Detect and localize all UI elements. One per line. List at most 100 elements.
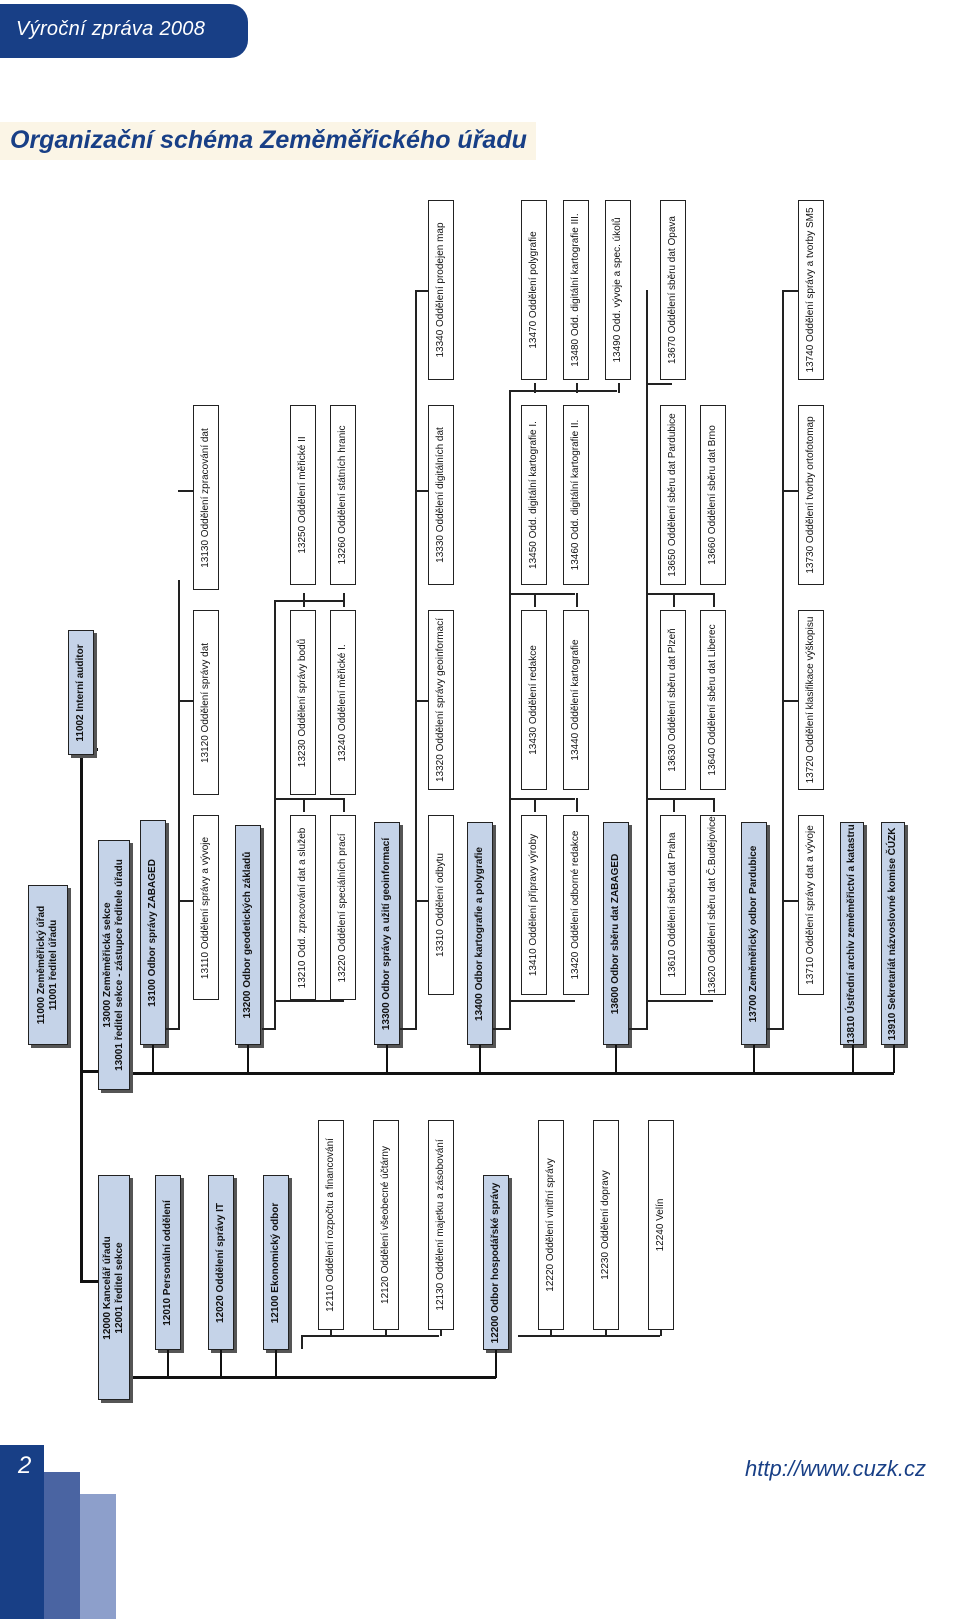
connector-line (126, 1072, 894, 1075)
org-unit-13910: 13910 Sekretariát názvoslovné komise ČÚZ… (881, 822, 905, 1045)
footer-bar-light (80, 1494, 116, 1619)
connector-line (178, 900, 193, 902)
connector-line (301, 1335, 439, 1337)
connector-line (330, 1330, 332, 1336)
org-unit-13710: 13710 Oddělení správy dat a vývoje (798, 815, 824, 995)
org-unit-label: 13810 Ústřední archiv zeměměřictví a kat… (846, 823, 857, 1044)
org-unit-12240: 12240 Velín (648, 1120, 674, 1330)
org-unit-13660: 13660 Oddělení sběru dat Brno (700, 405, 726, 585)
connector-line (673, 593, 675, 607)
org-unit-label: 13600 Odbor sběru dat ZABAGED (610, 853, 621, 1014)
org-unit-label: 13700 Zeměměřický odbor Pardubice (748, 845, 759, 1022)
org-unit-label: 13220 Oddělení speciálních prací (337, 833, 348, 982)
org-unit-label: 12010 Personální oddělení (162, 1199, 173, 1326)
org-unit-label: 13210 Odd. zpracování dat a služeb (297, 827, 308, 988)
connector-line (80, 1280, 98, 1283)
connector-line (629, 1028, 646, 1030)
connector-line (220, 1350, 222, 1378)
org-unit-13810: 13810 Ústřední archiv zeměměřictví a kat… (840, 822, 864, 1045)
org-unit-label: 13001 ředitel sekce - zástupce ředitele … (114, 859, 125, 1071)
connector-line (509, 390, 511, 1030)
org-unit-label: 13230 Oddělení správy bodů (297, 638, 308, 767)
org-unit-13260: 13260 Oddělení státních hranic (330, 405, 356, 585)
connector-line (550, 1330, 552, 1336)
footer-bar-dark (0, 1445, 44, 1619)
org-unit-label: 12130 Oddělení majetku a zásobování (435, 1139, 446, 1311)
page-title: Organizační schéma Zeměměřického úřadu (10, 126, 527, 154)
report-header-tab: Výroční zpráva 2008 (0, 4, 248, 58)
connector-line (301, 1335, 303, 1349)
connector-line (534, 383, 536, 393)
connector-line (400, 1028, 415, 1030)
connector-line (893, 1045, 895, 1073)
org-unit-13700: 13700 Zeměměřický odbor Pardubice (741, 822, 767, 1045)
connector-line (415, 490, 428, 492)
org-unit-label: 12000 Kancelář úřadu (102, 1235, 113, 1340)
org-unit-12220: 12220 Oddělení vnitřní správy (538, 1120, 564, 1330)
connector-line (576, 798, 578, 812)
org-unit-12020: 12020 Oddělení správy IT (208, 1175, 234, 1350)
org-unit-13310: 13310 Oddělení odbytu (428, 815, 454, 995)
org-unit-13130: 13130 Oddělení zpracování dat (193, 405, 219, 590)
org-unit-label: 13330 Oddělení digitálních dat (435, 427, 446, 563)
connector-line (178, 580, 180, 1030)
org-unit-13410: 13410 Oddělení přípravy výroby (521, 815, 547, 995)
page-number: 2 (18, 1452, 32, 1479)
org-unit-13120: 13120 Oddělení správy dat (193, 610, 219, 795)
org-unit-13440: 13440 Oddělení kartografie (563, 610, 589, 790)
org-unit-13650: 13650 Oddělení sběru dat Pardubice (660, 405, 686, 585)
org-unit-label: 13730 Oddělení tvorby ortofotomap (805, 416, 816, 574)
footer-url-link[interactable]: http://www.cuzk.cz (745, 1456, 926, 1481)
org-unit-label: 12240 Velín (655, 1198, 666, 1252)
org-unit-label: 13710 Oddělení správy dat a vývoje (805, 825, 816, 985)
org-unit-13240: 13240 Oddělení měřické I. (330, 610, 356, 795)
org-unit-label: 13240 Oddělení měřické I. (337, 643, 348, 762)
connector-line (753, 1045, 755, 1073)
page-heading-bar: Organizační schéma Zeměměřického úřadu (0, 122, 536, 160)
connector-line (646, 798, 713, 800)
connector-line (509, 1000, 575, 1002)
connector-line (415, 700, 428, 702)
connector-line (415, 290, 417, 1030)
connector-line (386, 1045, 388, 1073)
org-unit-label: 12001 ředitel sekce (114, 1241, 125, 1334)
org-unit-label: 13450 Odd. digitální kartografie I. (528, 421, 539, 569)
org-unit-label: 13310 Oddělení odbytu (435, 853, 446, 957)
org-unit-13600: 13600 Odbor sběru dat ZABAGED (603, 822, 629, 1045)
connector-line (274, 798, 344, 800)
connector-line (343, 798, 345, 812)
connector-line (247, 1045, 249, 1073)
org-unit-label: 13000 Zeměměřická sekce (102, 902, 113, 1028)
connector-line (713, 798, 715, 812)
connector-line (852, 1045, 854, 1073)
org-unit-label: 13640 Oddělení sběru dat Liberec (707, 624, 718, 776)
org-unit-11002: 11002 Interní auditor (68, 630, 94, 755)
org-unit-13100: 13100 Odbor správy ZABAGED (140, 820, 166, 1045)
org-unit-13430: 13430 Oddělení redakce (521, 610, 547, 790)
connector-line (166, 1028, 178, 1030)
connector-line (274, 600, 344, 602)
connector-line (479, 1045, 481, 1073)
org-unit-label: 13650 Oddělení sběru dat Pardubice (667, 413, 678, 577)
org-unit-label: 13130 Oddělení zpracování dat (200, 427, 211, 568)
connector-line (646, 1000, 713, 1002)
connector-line (493, 1028, 509, 1030)
org-unit-label: 11001 ředitel úřadu (48, 919, 59, 1011)
connector-line (385, 1330, 387, 1336)
connector-line (152, 1045, 154, 1073)
connector-line (782, 290, 798, 292)
org-unit-12130: 12130 Oddělení majetku a zásobování (428, 1120, 454, 1330)
connector-line (495, 1350, 497, 1378)
connector-line (767, 1028, 782, 1030)
connector-line (275, 1350, 277, 1378)
org-unit-label: 12020 Oddělení správy IT (215, 1202, 226, 1323)
org-unit-label: 13250 Oddělení měřické II (297, 436, 308, 554)
org-unit-label: 11002 Interní auditor (75, 643, 86, 742)
connector-line (782, 700, 798, 702)
connector-line (713, 593, 715, 607)
org-unit-label: 13300 Odbor správy a užití geoinformací (381, 837, 392, 1030)
connector-line (126, 1376, 496, 1379)
connector-line (80, 1070, 98, 1073)
connector-line (646, 593, 713, 595)
